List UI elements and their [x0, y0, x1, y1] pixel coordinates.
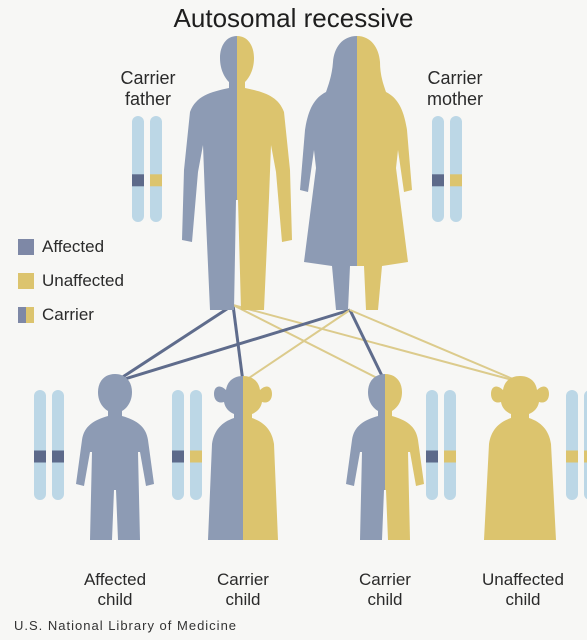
- child-label-carrier-1-line2: child: [188, 590, 298, 610]
- chromosome: [566, 390, 578, 500]
- chromosome: [172, 390, 184, 500]
- legend-label-carrier: Carrier: [42, 305, 94, 325]
- legend-swatch-affected: [18, 239, 34, 255]
- legend-swatch-carrier: [18, 307, 34, 323]
- line-father-unaffected-child: [233, 305, 520, 382]
- line-father-carrier-child-2: [233, 305, 385, 382]
- mother-label-line2: mother: [400, 89, 510, 110]
- chromosome: [150, 116, 162, 222]
- legend-item-unaffected: Unaffected: [18, 270, 124, 292]
- allele-band: [450, 174, 462, 186]
- allele-band: [432, 174, 444, 186]
- legend-item-affected: Affected: [18, 236, 104, 258]
- legend-swatch-unaffected: [18, 273, 34, 289]
- mother-figure: [300, 36, 412, 310]
- child-label-carrier-2: Carrier child: [330, 570, 440, 609]
- child-label-carrier-2-line1: Carrier: [330, 570, 440, 590]
- line-father-affected-child: [115, 305, 233, 382]
- child-label-unaffected: Unaffected child: [465, 570, 581, 609]
- child-label-carrier-2-line2: child: [330, 590, 440, 610]
- child-carrier-2-figure: [346, 374, 424, 540]
- chromosome: [190, 390, 202, 500]
- allele-band: [172, 451, 184, 463]
- diagram-title: Autosomal recessive: [0, 4, 587, 34]
- chromosome: [426, 390, 438, 500]
- allele-band: [132, 174, 144, 186]
- child-label-unaffected-line2: child: [465, 590, 581, 610]
- allele-band: [566, 451, 578, 463]
- mother-label: Carrier mother: [400, 68, 510, 109]
- inheritance-lines: [115, 305, 520, 382]
- child-carrier-1-figure: [208, 376, 278, 540]
- child-carrier-1-chromosomes: [172, 390, 202, 500]
- allele-band: [190, 451, 202, 463]
- father-label-line1: Carrier: [98, 68, 198, 89]
- child-affected-chromosomes: [34, 390, 64, 500]
- chromosome: [132, 116, 144, 222]
- father-figure: [182, 36, 292, 310]
- child-affected-figure: [76, 374, 154, 540]
- allele-band: [150, 174, 162, 186]
- child-label-affected-line1: Affected: [60, 570, 170, 590]
- allele-band: [444, 451, 456, 463]
- father-label: Carrier father: [98, 68, 198, 109]
- allele-band: [426, 451, 438, 463]
- chromosome: [444, 390, 456, 500]
- child-label-carrier-1: Carrier child: [188, 570, 298, 609]
- legend-label-affected: Affected: [42, 237, 104, 257]
- allele-band: [52, 451, 64, 463]
- father-label-line2: father: [98, 89, 198, 110]
- line-mother-carrier-child-1: [243, 310, 350, 382]
- legend-item-carrier: Carrier: [18, 304, 94, 326]
- line-mother-unaffected-child: [350, 310, 520, 382]
- child-label-unaffected-line1: Unaffected: [465, 570, 581, 590]
- credit-text: U.S. National Library of Medicine: [14, 618, 237, 633]
- child-label-carrier-1-line1: Carrier: [188, 570, 298, 590]
- child-label-affected-line2: child: [60, 590, 170, 610]
- legend-label-unaffected: Unaffected: [42, 271, 124, 291]
- child-label-affected: Affected child: [60, 570, 170, 609]
- mother-chromosomes: [432, 116, 462, 222]
- chromosome: [52, 390, 64, 500]
- line-mother-carrier-child-2: [350, 310, 385, 382]
- chromosome: [34, 390, 46, 500]
- allele-band: [34, 451, 46, 463]
- child-unaffected-chromosomes: [566, 390, 587, 500]
- chromosome: [432, 116, 444, 222]
- father-chromosomes: [132, 116, 162, 222]
- chromosome: [450, 116, 462, 222]
- child-carrier-2-chromosomes: [426, 390, 456, 500]
- child-unaffected-figure: [484, 376, 556, 540]
- mother-label-line1: Carrier: [400, 68, 510, 89]
